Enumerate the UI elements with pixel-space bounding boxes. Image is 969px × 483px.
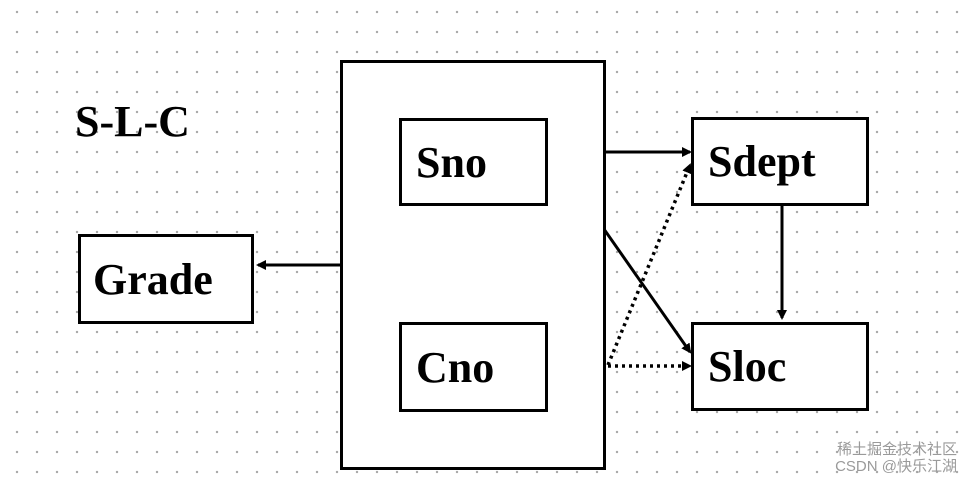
node-sdept-label: Sdept <box>708 137 816 186</box>
node-cno: Cno <box>399 322 548 412</box>
node-sno-label: Sno <box>416 137 487 187</box>
node-cno-label: Cno <box>416 342 495 392</box>
node-grade-label: Grade <box>93 254 213 304</box>
node-grade: Grade <box>78 234 254 324</box>
diagram-title: S-L-C <box>75 97 190 146</box>
arrow-key-to-sdept-dotted <box>606 163 692 366</box>
node-sdept: Sdept <box>691 117 869 206</box>
node-sno: Sno <box>399 118 548 206</box>
watermark-line1: 稀土掘金技术社区 <box>836 441 957 458</box>
node-sloc-label: Sloc <box>708 342 787 391</box>
watermark-line2: CSDN @快乐江湖 <box>835 458 957 475</box>
node-sloc: Sloc <box>691 322 869 411</box>
watermark: 稀土掘金技术社区 CSDN @快乐江湖 <box>835 441 957 475</box>
